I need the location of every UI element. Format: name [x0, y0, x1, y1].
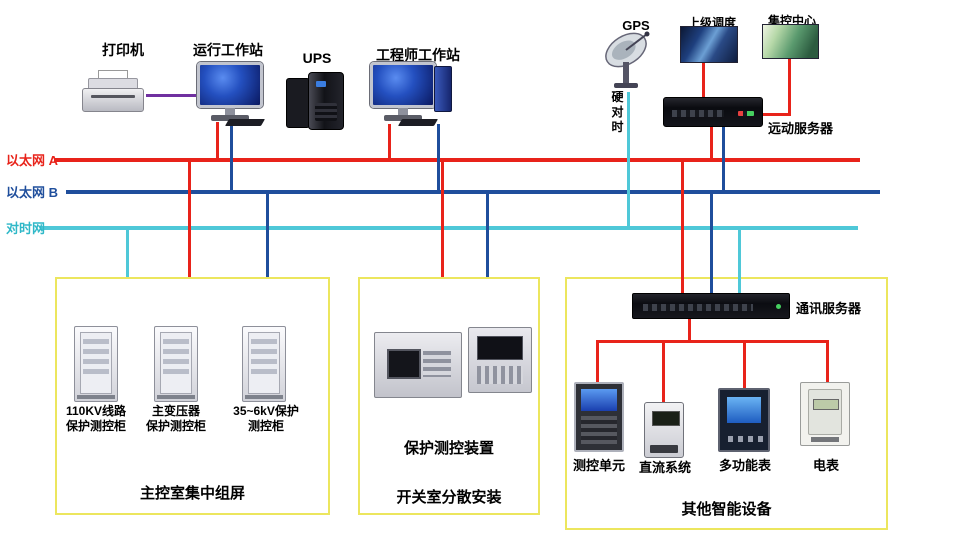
operator-ws-eth-a-line: [216, 122, 219, 159]
monitor-base: [384, 115, 422, 121]
ups-image: [286, 70, 346, 130]
monitor-base: [211, 115, 249, 121]
pc-tower-image: [434, 66, 452, 112]
gps-dish-image: [605, 31, 650, 88]
left-panel-eth-b-drop: [266, 193, 269, 277]
cabinet-35kv-image: [242, 326, 286, 402]
mc-unit-drop: [596, 340, 599, 382]
protection-device-large-image: [374, 332, 462, 398]
protection-device-small-image: [468, 327, 532, 393]
dc-system-label: 直流系统: [638, 460, 691, 475]
middle-panel-eth-b-drop: [486, 193, 489, 277]
left-panel-time-sync-drop: [126, 229, 129, 277]
measuring-control-unit-image: [574, 382, 624, 452]
printer-body: [82, 88, 144, 112]
energy-meter-face: [808, 389, 842, 435]
monitor-stand: [225, 108, 235, 116]
e-meter-drop: [826, 340, 829, 382]
engineer-workstation-label: 工程师工作站: [376, 47, 460, 63]
right-panel-title: 其他智能设备: [681, 501, 772, 518]
ethernet-a-bus-label: 以太网 A: [6, 153, 59, 168]
right-panel-eth-b-drop: [710, 193, 713, 294]
right-panel-time-sync-drop: [738, 229, 741, 294]
ups-back-unit: [286, 78, 310, 128]
monitor-screen: [370, 62, 436, 108]
cabinet-110kv-image: [74, 326, 118, 402]
middle-panel-eth-a-drop: [441, 161, 444, 277]
multifunction-meter-image: [718, 388, 770, 452]
telecontrol-server-label: 远动服务器: [768, 121, 834, 136]
comm-server-branch-line: [688, 318, 691, 342]
ups-main-unit: [308, 72, 344, 130]
ups-label: UPS: [302, 50, 332, 66]
energy-meter-terminals: [811, 437, 839, 442]
energy-meter-image: [800, 382, 850, 446]
monitor-stand: [398, 108, 408, 116]
printer-label: 打印机: [102, 42, 144, 58]
energy-meter-lcd: [813, 399, 839, 410]
control-center-server-vline: [788, 59, 791, 116]
right-panel-eth-a-drop: [681, 161, 684, 294]
server-eth-b-line: [722, 127, 725, 193]
cabinet-modules: [163, 339, 189, 375]
dc-system-drop: [662, 340, 665, 402]
cabinet-transformer-image: [154, 326, 198, 402]
time-sync-bus: [40, 226, 858, 230]
cabinet-35kv-label: 35~6kV保护 测控柜: [233, 404, 299, 433]
engineer-workstation-image: [370, 62, 439, 126]
e-meter-label: 电表: [812, 458, 839, 473]
dispatch-server-line: [702, 63, 705, 98]
hard-time-sync-label: 硬对时: [611, 90, 624, 134]
protection-device-label: 保护测控装置: [403, 440, 494, 457]
cabinet-modules: [251, 339, 277, 375]
superior-dispatch-photo: [680, 26, 738, 63]
gps-label: GPS: [622, 18, 650, 33]
keyboard: [224, 119, 266, 126]
ethernet-a-bus: [54, 158, 860, 162]
central-control-photo: [762, 24, 819, 59]
left-panel-title: 主控室集中组屏: [139, 485, 245, 502]
cabinet-transformer-label: 主变压器 保护测控柜: [145, 404, 206, 433]
engineer-ws-eth-a-line: [388, 124, 391, 159]
monitor-screen: [197, 62, 263, 108]
time-sync-bus-label: 对时网: [6, 221, 46, 236]
control-center-server-hline: [760, 113, 791, 116]
printer-image: [82, 70, 144, 114]
keyboard: [397, 119, 439, 126]
ethernet-b-bus-label: 以太网 B: [6, 185, 59, 200]
device-bus-hline: [596, 340, 829, 343]
operator-ws-eth-b-line: [230, 122, 233, 192]
middle-panel-title: 开关室分散安装: [396, 489, 502, 506]
ethernet-b-bus: [66, 190, 880, 194]
left-panel-eth-a-drop: [188, 161, 191, 277]
comm-server-image: [632, 293, 790, 319]
operator-workstation-label: 运行工作站: [193, 42, 263, 58]
gps-time-sync-line: [627, 92, 630, 227]
cabinet-base: [245, 395, 283, 399]
server-eth-a-line: [710, 127, 713, 160]
cabinet-base: [77, 395, 115, 399]
telecontrol-server-image: [663, 97, 763, 127]
mc-unit-label: 测控单元: [572, 458, 625, 473]
dc-system-image: [644, 402, 684, 458]
operator-workstation-image: [197, 62, 266, 126]
cabinet-modules: [83, 339, 109, 375]
comm-server-label: 通讯服务器: [796, 301, 862, 316]
mf-meter-drop: [743, 340, 746, 388]
mf-meter-label: 多功能表: [718, 458, 771, 473]
printer-link-line: [146, 94, 198, 97]
cabinet-110kv-label: 110KV线路 保护测控柜: [65, 404, 127, 433]
engineer-ws-eth-b-line: [437, 124, 440, 192]
cabinet-base: [157, 395, 195, 399]
